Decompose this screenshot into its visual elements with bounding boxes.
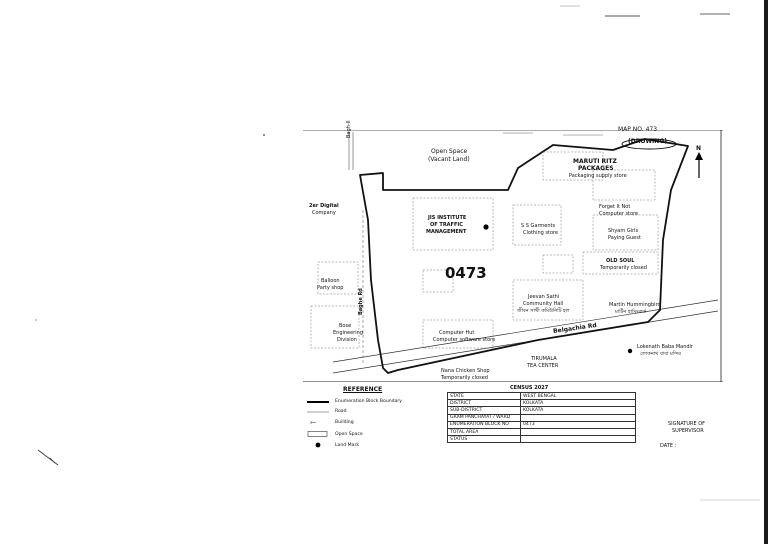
table-cell: SUB-DISTRICT xyxy=(447,406,521,415)
jis-label-3: MANAGEMENT xyxy=(426,229,467,235)
forget-label-1: Forget It Not xyxy=(599,204,631,210)
maruti-label-2: PACKAGES xyxy=(578,165,614,172)
tirumala-label-2: TEA CENTER xyxy=(527,363,559,369)
table-cell: STATE xyxy=(447,391,521,401)
census-title: CENSUS 2027 xyxy=(510,385,549,391)
drawing-label: (DROWING) xyxy=(628,138,667,145)
table-cell: 0473 xyxy=(520,420,636,429)
boundary-symbol-icon xyxy=(307,400,329,403)
table-cell xyxy=(520,435,636,444)
ss-garments-label-2: Clothing store xyxy=(523,230,559,236)
scan-edge-shadow xyxy=(764,0,768,544)
open-space-label: Open Space xyxy=(431,148,468,155)
table-cell: KOLKATA xyxy=(520,399,636,408)
jeevan-label-1: Jeevan Sathi xyxy=(528,294,560,300)
oldsoul-label-1: OLD SOUL xyxy=(606,258,635,264)
computer-hut-label-2: Computer software store xyxy=(433,337,496,343)
martin-label-1: Martin Hummingbird xyxy=(609,302,661,308)
maruti-label-1: MARUTI RITZ xyxy=(573,158,617,165)
shyam-label-2: Paying Guest xyxy=(608,235,641,241)
legend-item-open-space: Open Space xyxy=(307,431,363,437)
computer-hut-label-1: Computer Hut xyxy=(439,330,475,336)
table-cell: STATUS xyxy=(447,435,521,444)
jeevan-label-3: জীবন সাথী কমিউনিটি হল xyxy=(517,308,570,314)
legend-label: Enumeration Block Boundary xyxy=(335,399,402,404)
forget-label-2: Computer store xyxy=(599,211,639,217)
table-cell: TOTAL AREA xyxy=(447,427,521,437)
maruti-label-3: Packaging supply store xyxy=(569,173,627,179)
jis-label-2: OF TRAFFIC xyxy=(430,222,463,228)
oldsoul-label-2: Temporarily closed xyxy=(600,265,647,271)
signature-label-1: SIGNATURE OF xyxy=(668,421,706,427)
jeevan-label-2: Community Hall xyxy=(523,301,564,307)
block-number: 0473 xyxy=(445,264,487,282)
martin-label-2: মার্টিন হামিংবার্ড xyxy=(615,309,647,315)
jis-label-1: JIS INSTITUTE xyxy=(428,215,467,221)
signature-label-2: SUPERVISOR xyxy=(672,428,704,434)
legend-label: Road xyxy=(335,409,347,414)
road-symbol-icon xyxy=(307,411,329,412)
legend-label: Open Space xyxy=(335,431,363,437)
table-cell: KOLKATA xyxy=(520,406,636,415)
landmark-symbol-icon xyxy=(315,442,321,448)
balloon-label-1: Balloon xyxy=(321,278,340,284)
map-frame: MAP NO. 473 (DROWING) N Bagh-II Open Spa… xyxy=(303,120,723,382)
baghe-rd-label: Baghe Rd xyxy=(358,288,364,315)
table-row: GRAM PANCHAYAT / WARD xyxy=(447,413,636,422)
table-cell xyxy=(520,427,636,437)
legend-item-building: Building xyxy=(307,420,354,425)
bose-label-1: Bose xyxy=(339,323,352,329)
legend-item-road: Road xyxy=(307,409,347,414)
map-number: MAP NO. 473 xyxy=(618,126,658,133)
table-cell: WEST BENGAL xyxy=(520,391,636,401)
nana-label-1: Nana Chicken Shop xyxy=(441,368,490,374)
open-space-symbol-icon xyxy=(307,431,328,437)
map-drawing xyxy=(303,130,723,382)
date-label: DATE : xyxy=(660,443,677,449)
table-row: TOTAL AREA xyxy=(447,427,636,437)
vacant-land-label: (Vacant Land) xyxy=(428,156,470,163)
legend-item-boundary: Enumeration Block Boundary xyxy=(307,399,402,404)
tirumala-label-1: TIRUMALA xyxy=(531,356,557,362)
table-cell: ENUMERATION BLOCK NO xyxy=(447,420,521,429)
shyam-label-1: Shyam Girls xyxy=(608,228,639,234)
digital-label-1: 2er Digital xyxy=(309,203,339,209)
road-label-top: Bagh-II xyxy=(346,120,352,138)
north-label: N xyxy=(696,145,702,152)
bose-label-3: Division xyxy=(337,337,357,343)
table-cell: GRAM PANCHAYAT / WARD xyxy=(447,413,521,422)
legend-item-landmark: Land Mark xyxy=(307,442,359,448)
balloon-label-2: Party shop xyxy=(317,285,344,291)
bose-label-2: Engineering xyxy=(333,330,363,336)
legend-label: Land Mark xyxy=(335,442,359,448)
ss-garments-label-1: S S Garments xyxy=(521,223,556,229)
building-symbol-icon xyxy=(310,421,316,424)
table-cell: DISTRICT xyxy=(447,399,521,408)
digital-label-2: Company xyxy=(312,210,336,216)
lokenath-label-1: Lokenath Baba Mandir xyxy=(637,344,693,350)
table-row: STATUS xyxy=(447,435,636,444)
legend: REFERENCE Enumeration Block Boundary Roa… xyxy=(303,382,443,452)
legend-label: Building xyxy=(335,420,354,425)
lokenath-label-2: লোকনাথ বাবা মন্দির xyxy=(640,351,681,357)
legend-title: REFERENCE xyxy=(343,386,383,393)
nana-label-2: Temporarily closed xyxy=(441,375,488,381)
table-cell xyxy=(520,413,636,422)
